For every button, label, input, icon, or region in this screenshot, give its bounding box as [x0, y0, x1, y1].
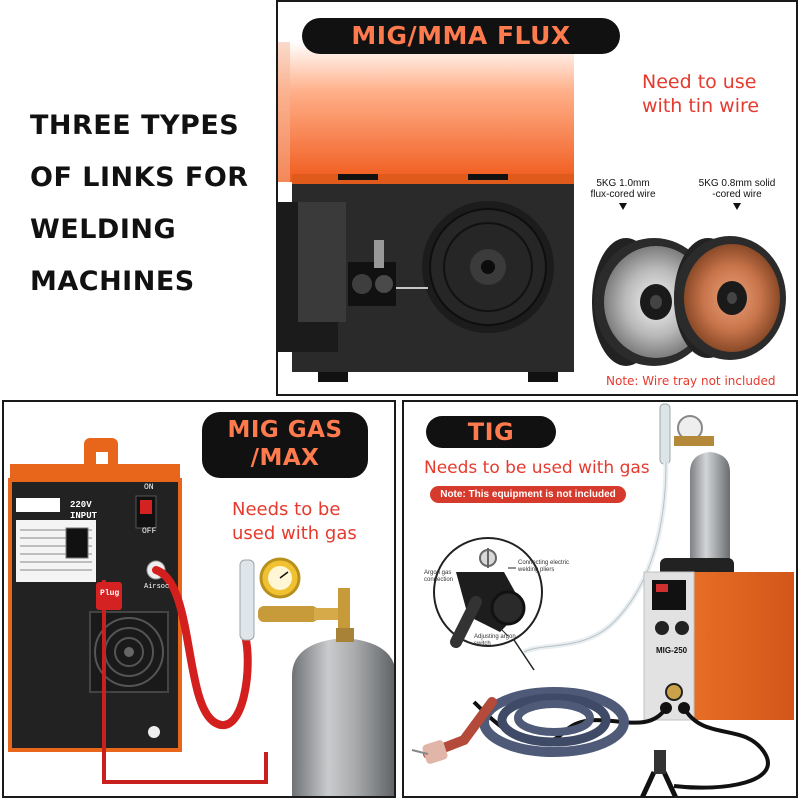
tig-gas-note: Needs to be used with gas: [424, 458, 650, 478]
arrow-down-icon: [733, 203, 741, 210]
page-heading: THREE TYPES OF LINKS FOR WELDING MACHINE…: [30, 100, 275, 308]
tin-wire-note: Need to use with tin wire: [642, 70, 759, 118]
not-included-badge: Note: This equipment is not included: [430, 486, 626, 503]
gas-required-note: Needs to be used with gas: [232, 498, 357, 546]
heading-line-2: OF LINKS FOR: [30, 162, 249, 193]
wire-tray-footnote: Note: Wire tray not included: [606, 374, 776, 388]
mig-machine-illustration: [278, 42, 786, 382]
plug-label: Plug: [100, 589, 120, 598]
flux-wire-spec: 5KG 1.0mm: [596, 178, 650, 189]
heading-line-4: MACHINES: [30, 266, 195, 297]
voltage-input-label: 220V INPUT: [70, 500, 97, 522]
mig-mma-flux-title: MIG/MMA FLUX: [302, 18, 620, 54]
tig-title: TIG: [426, 416, 556, 448]
callout-argon-connection: Argon gas connection: [424, 570, 454, 583]
gas-connection-illustration: [8, 438, 394, 796]
solid-wire-spec: 5KG 0.8mm solid: [698, 178, 776, 189]
voltage-label: 220V: [70, 500, 92, 510]
arrow-down-icon: [619, 203, 627, 210]
flux-wire-type: flux-cored wire: [590, 189, 656, 200]
airsock-label: Airsoc: [144, 583, 170, 591]
mig-gas-title-line-1: MIG GAS: [227, 417, 343, 443]
flux-cored-wire-label: 5KG 1.0mm flux-cored wire: [578, 178, 668, 210]
heading-line-3: WELDING: [30, 214, 177, 245]
panel-mig-gas: MIG GAS /MAX Needs to be used with gas 2…: [2, 400, 396, 798]
solid-cored-wire-label: 5KG 0.8mm solid -cored wire: [682, 178, 792, 210]
mig-gas-title-line-2: /MAX: [250, 445, 320, 471]
callout-argon-switch: Adjusting argon switch: [474, 634, 516, 647]
tin-wire-note-line-1: Need to use: [642, 71, 757, 93]
heading-line-1: THREE TYPES: [30, 110, 240, 141]
panel-mig-mma-flux: MIG/MMA FLUX Need to use with tin wire 5…: [276, 0, 798, 396]
tin-wire-note-line-2: with tin wire: [642, 95, 760, 117]
tig-setup-illustration: [411, 403, 794, 796]
panel-tig: TIG Needs to be used with gas Note: This…: [402, 400, 798, 798]
mig-gas-title: MIG GAS /MAX: [202, 412, 368, 478]
input-label: INPUT: [70, 511, 98, 521]
gas-required-note-line-2: used with gas: [232, 523, 357, 544]
power-on-label: ON: [144, 483, 154, 492]
solid-wire-type: -cored wire: [712, 189, 762, 200]
gas-required-note-line-1: Needs to be: [232, 499, 341, 520]
machine-model-label: MIG-250: [656, 646, 688, 655]
power-off-label: OFF: [142, 527, 157, 536]
callout-welding-pliers: Connecting electric welding pliers: [518, 560, 570, 573]
